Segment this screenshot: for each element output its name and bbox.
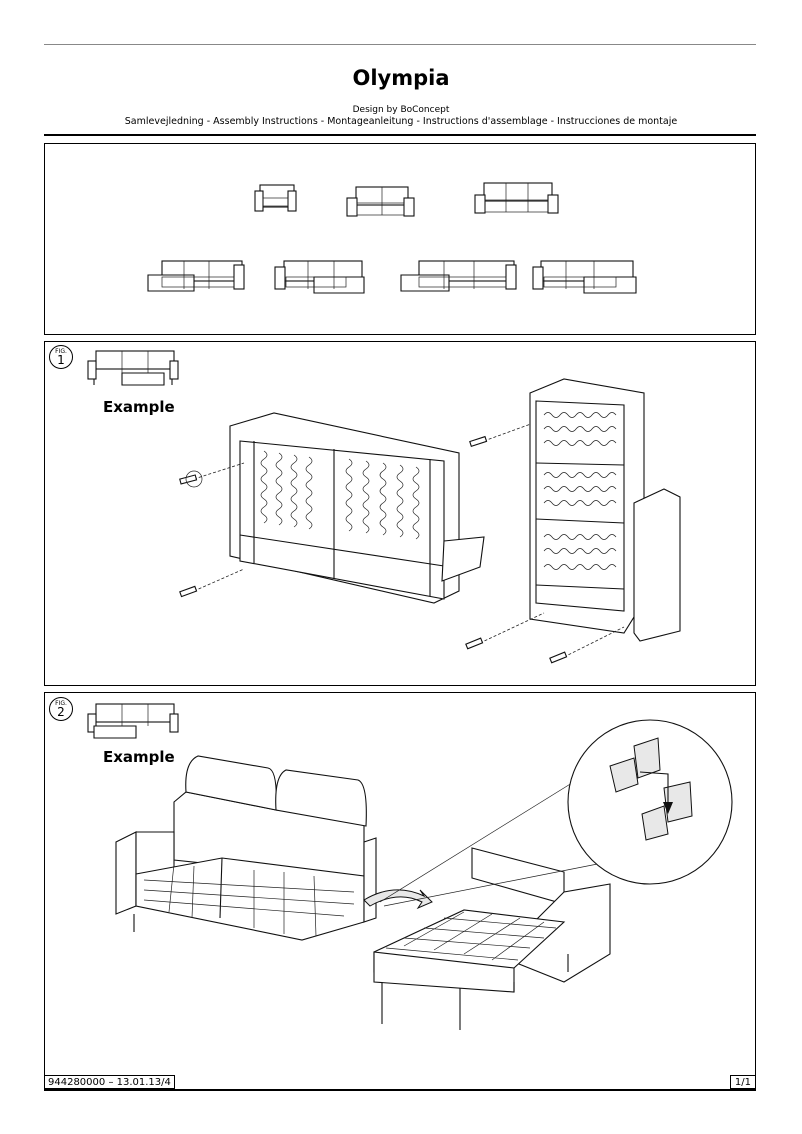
- connect-arrow-icon: [363, 889, 433, 910]
- fig-tag: FIG.: [55, 700, 67, 707]
- chaise-module: [373, 847, 611, 1030]
- screws-right: [465, 612, 625, 664]
- three-seater-variant: [474, 182, 559, 214]
- document-code: 944280000 – 13.01.13/4: [44, 1075, 175, 1089]
- chaise-module-underside: [529, 378, 681, 642]
- multilingual-subtitle: Samlevejledning - Assembly Instructions …: [124, 116, 678, 127]
- header-rule: [44, 134, 756, 136]
- fig2-badge: FIG. 2: [49, 697, 73, 721]
- sofa-main-module: [115, 755, 377, 941]
- fig2-example-label: Example: [103, 748, 175, 766]
- fig1-illustration: [87, 350, 681, 664]
- overview-panel: [44, 143, 756, 335]
- fig-number: 1: [57, 353, 65, 367]
- bottom-rule: [44, 1089, 756, 1091]
- fig2-illustration: [87, 703, 733, 1030]
- page-number: 1/1: [729, 1075, 756, 1089]
- detail-zoom: [379, 719, 733, 907]
- chaise-long-right-variant: [532, 260, 637, 294]
- example-sofa-icon: [87, 703, 179, 739]
- chaise-left-variant: [147, 260, 245, 292]
- fig-number: 2: [57, 705, 65, 719]
- fig1-badge: FIG. 1: [49, 345, 73, 369]
- designer-line: Design by BoConcept: [352, 105, 450, 115]
- fig1-example-label: Example: [103, 398, 175, 416]
- sofa-variants-illustration: [147, 182, 637, 294]
- chaise-long-left-variant: [400, 260, 517, 292]
- armchair-variant: [254, 184, 297, 212]
- chaise-right-variant: [274, 260, 365, 294]
- page-title: Olympia: [352, 66, 450, 90]
- two-seater-variant: [346, 186, 415, 217]
- fig-tag: FIG.: [55, 348, 67, 355]
- screws-left: [179, 420, 540, 598]
- sofa-module-underside: [229, 412, 485, 604]
- top-rule: [44, 44, 756, 45]
- example-sofa-icon: [87, 350, 179, 386]
